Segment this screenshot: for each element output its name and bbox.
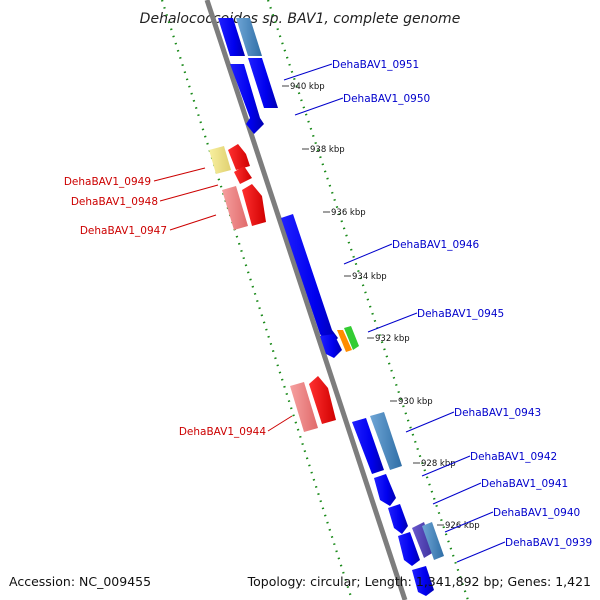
gene-label[interactable]: DehaBAV1_0949	[64, 176, 151, 188]
gene-arrow-0949-red[interactable]	[228, 144, 250, 170]
gene-label[interactable]: DehaBAV1_0948	[71, 196, 158, 208]
gene-leader-line	[456, 541, 506, 563]
gene-leader-line	[294, 97, 344, 116]
gene-arrow-0946[interactable]	[281, 214, 338, 346]
scale-tick-label: 932 kbp	[375, 334, 410, 344]
gene-arrow-0946b[interactable]	[320, 334, 342, 358]
gene-green-0945[interactable]	[344, 326, 359, 350]
gene-label[interactable]: DehaBAV1_0939	[505, 537, 592, 549]
gene-label[interactable]: DehaBAV1_0941	[481, 478, 568, 490]
gene-leader-line	[267, 415, 293, 432]
gene-arrow-0948-small[interactable]	[234, 166, 252, 184]
gene-arrow-0943-steel[interactable]	[370, 412, 402, 470]
gene-arrow-0939b[interactable]	[412, 566, 434, 596]
gene-arrow-0939[interactable]	[398, 532, 420, 566]
gene-label[interactable]: DehaBAV1_0945	[417, 308, 504, 320]
track-right-dotted	[266, 0, 470, 600]
accession-text: Accession: NC_009455	[9, 574, 151, 589]
scale-tick-label: 936 kbp	[331, 208, 366, 218]
gene-arrow-0940-steel[interactable]	[422, 522, 444, 560]
gene-label[interactable]: DehaBAV1_0942	[470, 451, 557, 463]
gene-arrow-0951[interactable]	[248, 58, 278, 108]
scale-tick-label: 928 kbp	[421, 459, 456, 469]
gene-leader-line	[432, 482, 482, 505]
gene-leader-line	[421, 455, 471, 477]
gene-leader-line	[283, 63, 333, 81]
gene-arrow-0941[interactable]	[388, 504, 408, 534]
gene-leader-line	[405, 411, 455, 433]
gene-arrow-0943[interactable]	[352, 418, 384, 474]
scale-tick-label: 938 kbp	[310, 145, 345, 155]
gene-box-0949[interactable]	[209, 146, 231, 174]
gene-arrow-0950[interactable]	[230, 64, 264, 134]
gene-arrow-0940-purple[interactable]	[412, 522, 434, 558]
gene-arrow-0948[interactable]	[242, 184, 266, 226]
gene-box-0944[interactable]	[290, 382, 318, 432]
gene-leader-line	[169, 214, 217, 231]
gene-arrow-top-partial-blue[interactable]	[218, 18, 245, 56]
gene-label[interactable]: DehaBAV1_0950	[343, 93, 430, 105]
scale-tick-label: 934 kbp	[352, 272, 387, 282]
gene-leader-line	[444, 511, 494, 533]
scale-ticks: 940 kbp 938 kbp 936 kbp 934 kbp 932 kbp 930 k…	[282, 82, 480, 531]
gene-leader-line	[367, 312, 418, 333]
scale-tick-label: 930 kbp	[398, 397, 433, 407]
gene-label[interactable]: DehaBAV1_0944	[179, 426, 267, 438]
map-title: Dehalococcoides sp. BAV1, complete genom…	[140, 11, 461, 27]
gene-label[interactable]: DehaBAV1_0943	[454, 407, 541, 419]
gene-arrow-0942[interactable]	[374, 474, 396, 506]
scale-tick-label: 926 kbp	[445, 521, 480, 531]
gene-arrow-top-partial-steel[interactable]	[236, 18, 262, 56]
gene-label[interactable]: DehaBAV1_0946	[392, 239, 480, 251]
gene-leader-line	[153, 167, 206, 182]
gene-orange-0945[interactable]	[337, 330, 352, 352]
gene-label[interactable]: DehaBAV1_0947	[80, 225, 167, 237]
gene-label[interactable]: DehaBAV1_0940	[493, 507, 580, 519]
genome-backbone	[204, 0, 408, 600]
scale-tick-label: 940 kbp	[290, 82, 325, 92]
topology-text: Topology: circular; Length: 1,341,892 bp…	[247, 574, 591, 589]
gene-box-0947[interactable]	[222, 186, 248, 230]
gene-leader-line	[343, 243, 393, 265]
gene-arrow-0944[interactable]	[309, 376, 336, 424]
gene-leader-line	[159, 184, 219, 202]
gene-labels: DehaBAV1_0951DehaBAV1_0950DehaBAV1_0949D…	[64, 59, 592, 563]
gene-label[interactable]: DehaBAV1_0951	[332, 59, 419, 71]
